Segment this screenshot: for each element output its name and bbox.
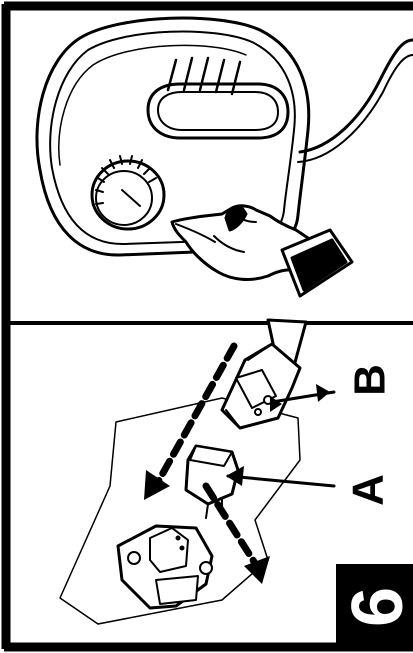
step-number: 6 bbox=[338, 587, 413, 627]
callout-a-label: A bbox=[344, 474, 393, 506]
callout-b-label: B bbox=[346, 364, 395, 396]
